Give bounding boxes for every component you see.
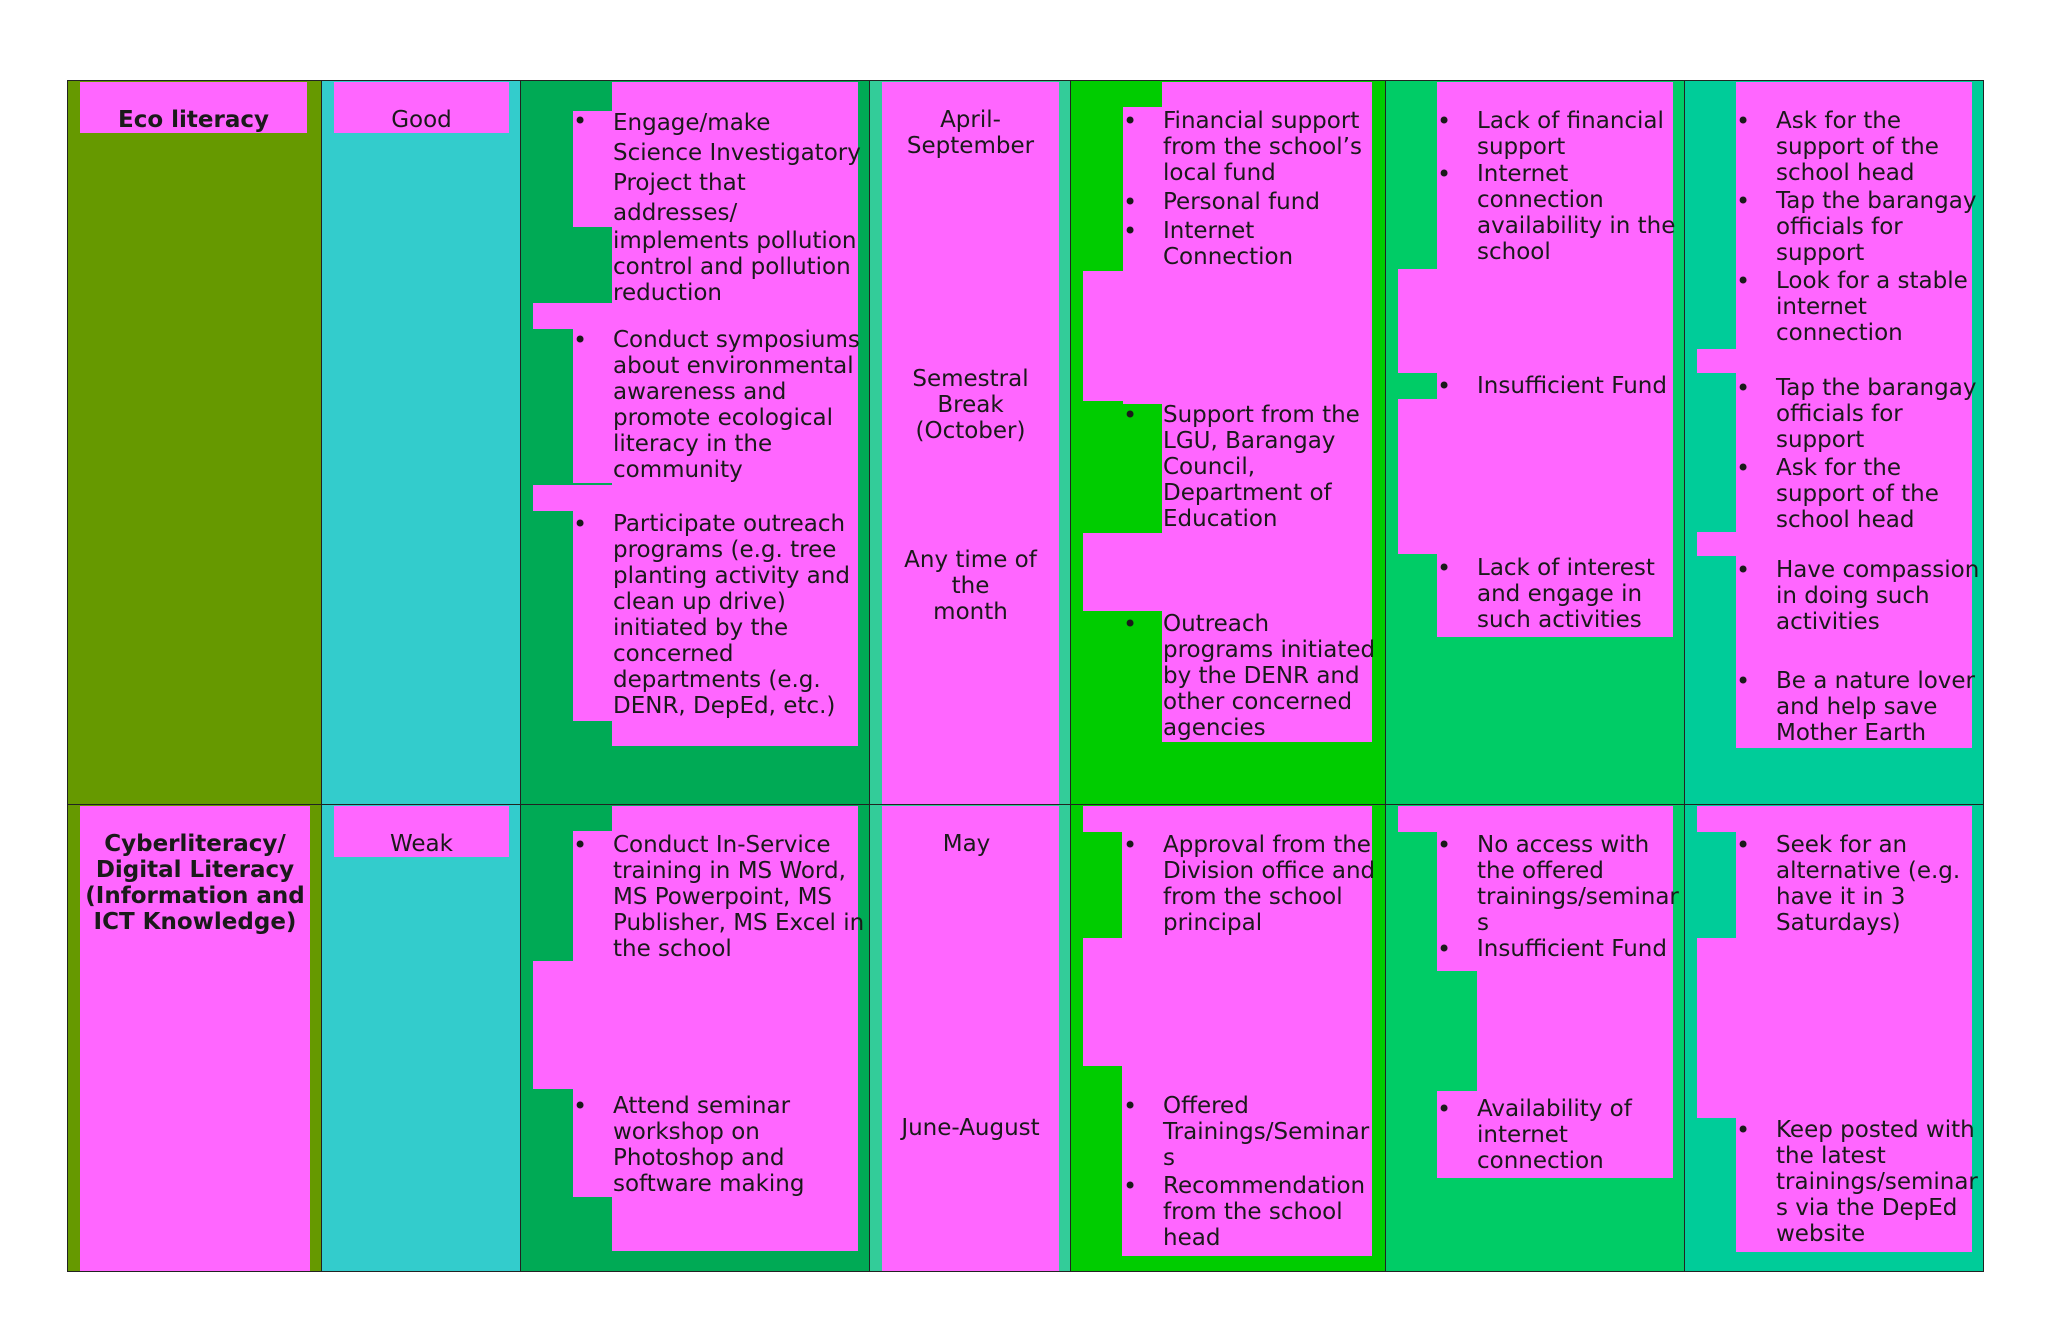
level-label: Good — [391, 107, 452, 133]
timeline-entry: June-August — [901, 1115, 1040, 1141]
list-item: Insufficient Fund — [1437, 373, 1684, 399]
problem-list: Insufficient Fund — [1437, 373, 1684, 399]
level-cell: Weak — [321, 804, 521, 1272]
timeline-entry: April-September — [906, 107, 1035, 159]
area-cell: Cyberliteracy/Digital Literacy (Informat… — [67, 804, 322, 1272]
table-row: Cyberliteracy/Digital Literacy (Informat… — [67, 804, 1984, 1272]
level-cell: Good — [321, 80, 521, 805]
list-item: Insufficient Fund — [1437, 936, 1684, 962]
level-label: Weak — [390, 831, 453, 857]
area-label: Cyberliteracy/Digital Literacy (Informat… — [85, 831, 305, 935]
list-item: Personal fund — [1123, 189, 1383, 215]
area-cell: Eco literacy — [67, 80, 322, 805]
timeline-cell: May June-August — [869, 804, 1071, 1272]
timeline-entry: May — [942, 831, 991, 857]
area-label: Eco literacy — [117, 107, 269, 133]
